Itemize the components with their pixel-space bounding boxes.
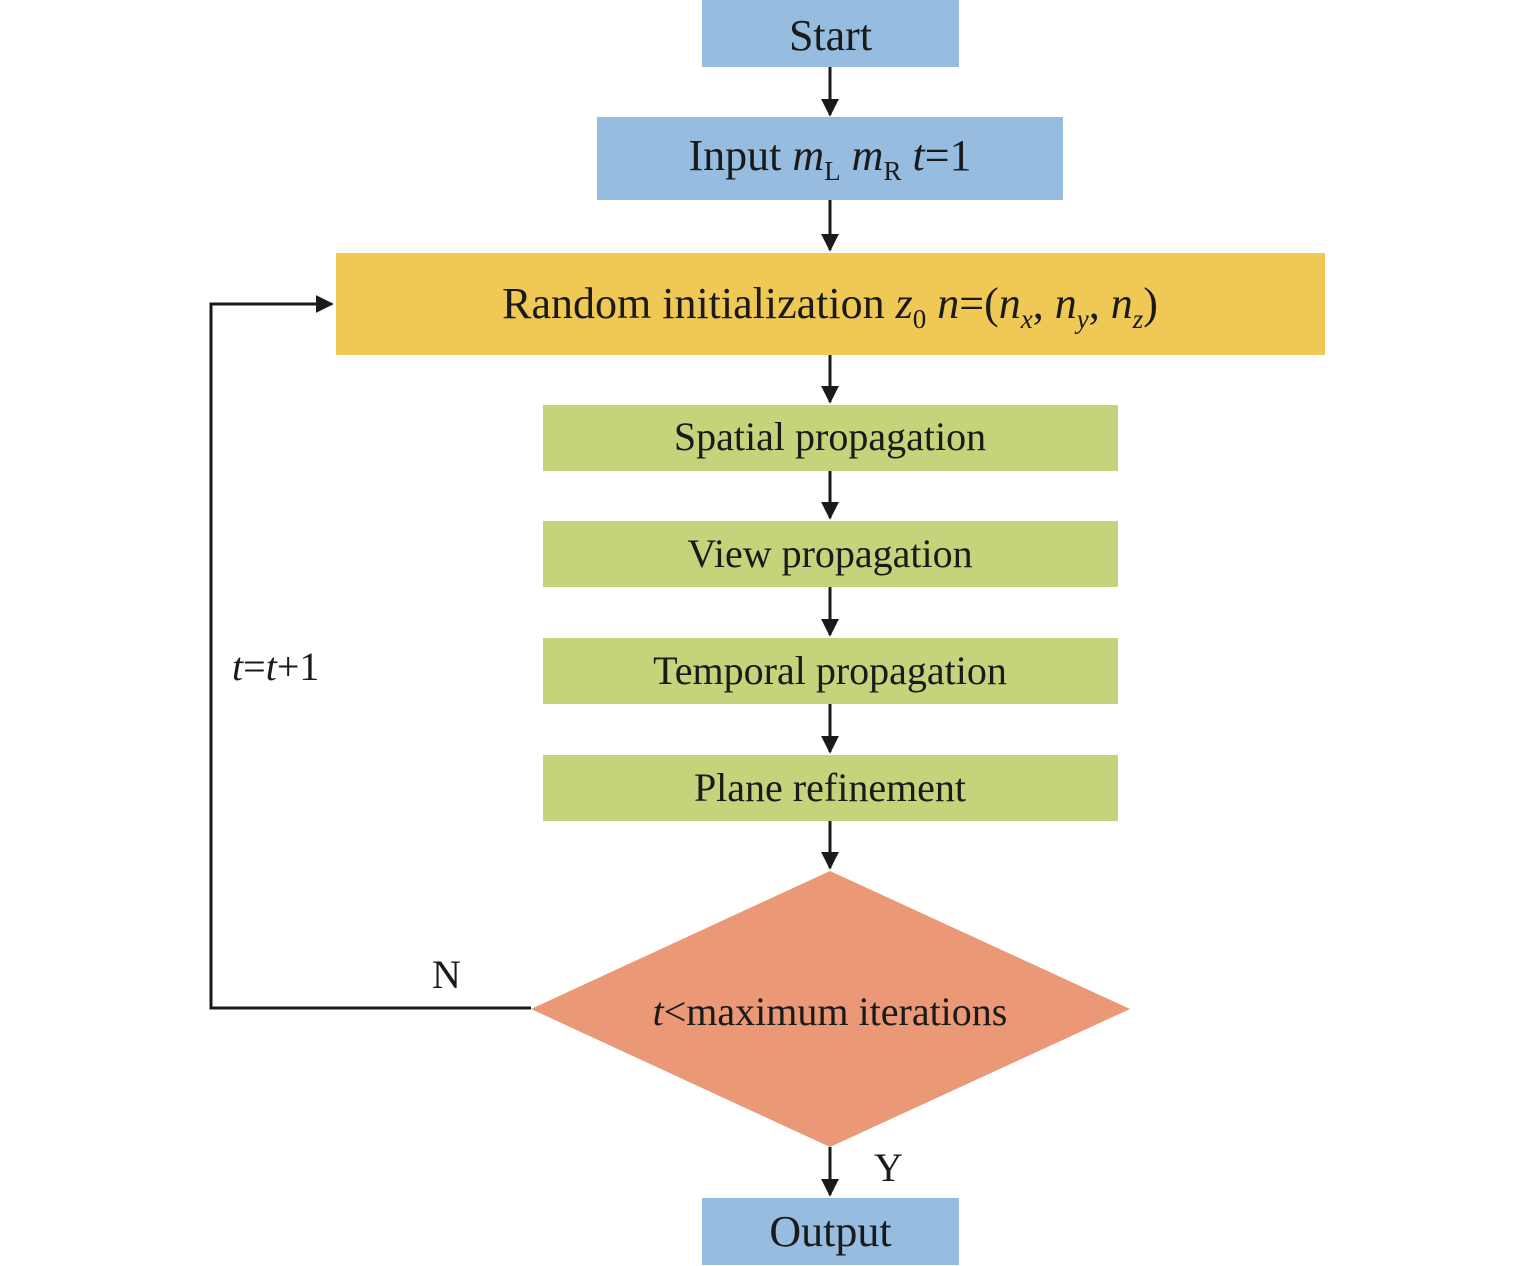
plane-node: Plane refinement	[543, 755, 1118, 821]
start-label: Start	[789, 11, 872, 60]
random-init-label: Random initialization z0 n=(nx, ny, nz)	[502, 279, 1158, 334]
start-node: Start	[702, 0, 959, 67]
input-m-left: m	[792, 131, 824, 180]
input-t-tail: =1	[925, 131, 972, 180]
input-m-left-sub: L	[824, 156, 841, 186]
plane-label: Plane refinement	[694, 765, 966, 810]
yes-label: Y	[874, 1145, 903, 1190]
temporal-node: Temporal propagation	[543, 638, 1118, 704]
input-node: Input mL mR t=1	[597, 117, 1063, 200]
output-label: Output	[769, 1207, 891, 1256]
input-m-right: m	[852, 131, 884, 180]
temporal-label: Temporal propagation	[653, 648, 1007, 693]
plane-box	[543, 755, 1118, 821]
decision-node: t<maximum iterations	[531, 871, 1130, 1147]
output-node: Output	[702, 1198, 959, 1265]
input-label: Input mL mR t=1	[688, 131, 971, 186]
spatial-box	[543, 405, 1118, 471]
decision-diamond	[531, 871, 1130, 1147]
view-label: View propagation	[687, 531, 972, 576]
spatial-label: Spatial propagation	[674, 414, 986, 459]
decision-label: t<maximum iterations	[653, 989, 1008, 1034]
random-init-node: Random initialization z0 n=(nx, ny, nz)	[336, 253, 1325, 355]
output-box	[702, 1198, 959, 1265]
view-node: View propagation	[543, 521, 1118, 587]
input-t: t	[912, 131, 926, 180]
random-init-box	[336, 253, 1325, 355]
start-box	[702, 0, 959, 67]
view-box	[543, 521, 1118, 587]
spatial-node: Spatial propagation	[543, 405, 1118, 471]
temporal-box	[543, 638, 1118, 704]
no-label: N	[432, 952, 461, 997]
input-prefix: Input	[688, 131, 792, 180]
input-m-right-sub: R	[883, 156, 901, 186]
input-box	[597, 117, 1063, 200]
loop-increment-label: t=t+1	[232, 644, 319, 689]
loop-back-line	[209, 295, 531, 1010]
